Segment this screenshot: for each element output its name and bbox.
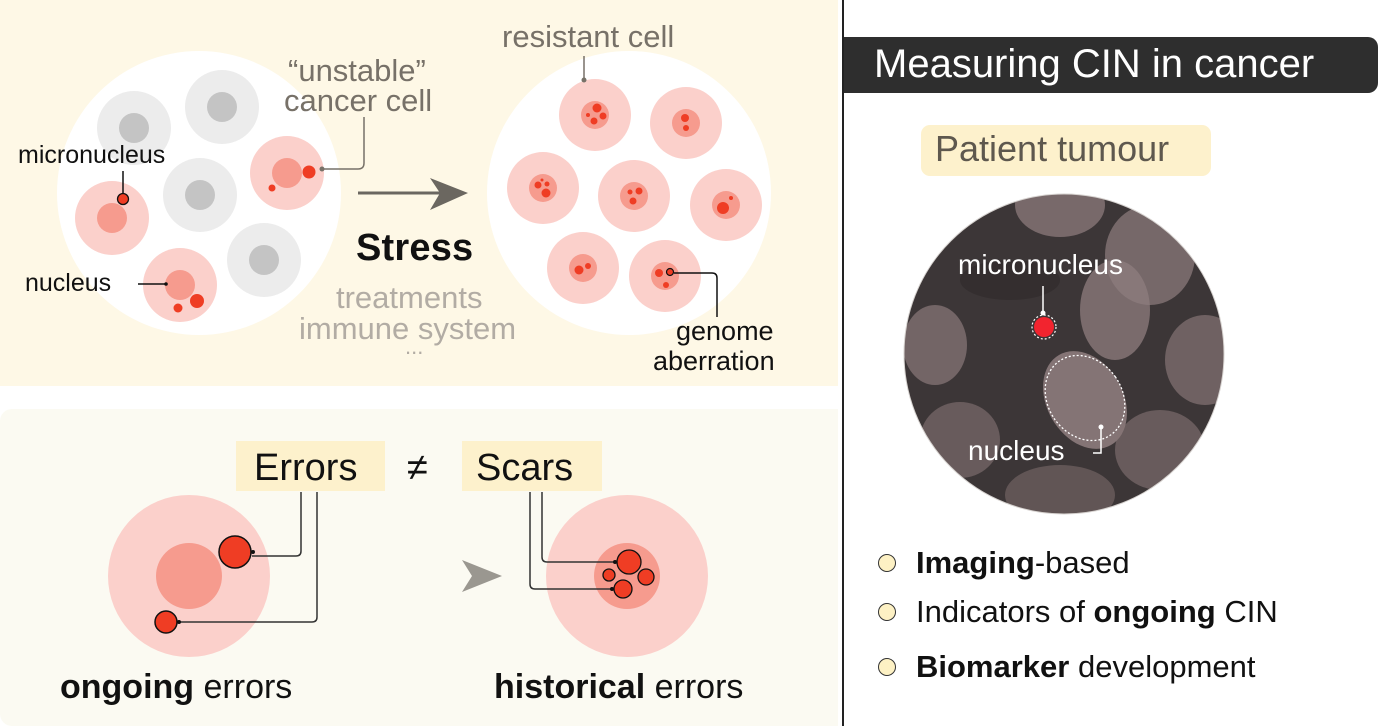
bullet-text: Biomarker development (916, 649, 1256, 684)
label-stress: Stress (356, 227, 474, 269)
micrograph-label-micronucleus: micronucleus (958, 249, 1123, 280)
label-stress-immune: immune system (299, 311, 517, 346)
subtitle-pill (921, 125, 1211, 176)
label-stress-treatments: treatments (336, 280, 483, 315)
leader-dot (319, 166, 325, 172)
healthy-cell (227, 223, 301, 297)
unstable-cancer-cell (250, 136, 324, 210)
micrograph-border (903, 193, 1225, 515)
scars-highlight-box (462, 441, 602, 491)
resistant-cell (547, 232, 619, 304)
label-unstable-line2: cancer cell (284, 83, 433, 118)
bullet-dot-icon (878, 603, 896, 621)
label-resistant-cell: resistant cell (502, 19, 675, 54)
errors-leader-line-2 (178, 492, 318, 623)
transition-arrow-icon (335, 560, 502, 592)
leader-dot (164, 282, 168, 286)
label-stress-ellipsis: ... (405, 334, 424, 359)
bullet-text: Imaging-based (916, 545, 1130, 580)
leader-dot (251, 550, 255, 554)
stress-arrow-icon (358, 178, 468, 210)
label-unstable-line1: “unstable” (288, 53, 426, 88)
title-bar (844, 37, 1378, 93)
historical-errors-cell (546, 495, 708, 657)
scars-leader-line-2 (529, 492, 612, 590)
panel-divider (842, 0, 844, 726)
errors-leader-line-1 (252, 492, 302, 557)
resistant-cell (598, 160, 670, 232)
not-equal-icon: ≠ (407, 447, 428, 489)
errors-label: Errors (254, 447, 358, 489)
cancer-cell (75, 181, 149, 255)
genome-leader-line (674, 272, 718, 317)
ongoing-errors-cell (108, 495, 270, 657)
healthy-cell (97, 91, 171, 165)
leader-dot (1040, 310, 1046, 316)
resistant-cell (629, 240, 701, 312)
historical-errors-caption: historical errors (494, 670, 743, 704)
unstable-leader-line (322, 117, 365, 170)
label-genome-line2: aberration (653, 346, 775, 376)
healthy-cell (185, 70, 259, 144)
ongoing-errors-caption: ongoing errors (60, 670, 292, 704)
subtitle: Patient tumour (935, 128, 1170, 169)
leader-dot (1098, 424, 1104, 430)
resistant-cell (690, 169, 762, 241)
micrograph-nucleus-outline (1044, 354, 1126, 442)
tumour-micrograph (904, 194, 1224, 514)
bullet-text: Indicators of ongoing CIN (916, 594, 1278, 629)
label-nucleus: nucleus (25, 269, 112, 297)
bullet-item: Imaging-based (878, 545, 1130, 581)
cancer-cell (143, 248, 217, 322)
label-micronucleus: micronucleus (18, 141, 166, 169)
bullet-item: Biomarker development (878, 649, 1255, 685)
caption-bold: ongoing (60, 668, 195, 706)
errors-highlight-box (236, 441, 385, 491)
micrograph-label-nucleus: nucleus (968, 435, 1065, 466)
leader-dot (613, 560, 617, 564)
scars-leader-line-1 (541, 492, 615, 563)
resistant-cell (650, 87, 722, 159)
label-genome-line1: genome (676, 316, 774, 346)
caption-bold: historical (494, 668, 646, 706)
healthy-cell (163, 158, 237, 232)
caption-rest: errors (194, 668, 293, 706)
resistant-cell (507, 152, 579, 224)
resistant-cell (559, 79, 631, 151)
bullet-item: Indicators of ongoing CIN (878, 594, 1278, 630)
leader-dot (581, 77, 587, 83)
scars-label: Scars (476, 447, 574, 489)
bullet-dot-icon (878, 554, 896, 572)
caption-rest: errors (645, 668, 744, 706)
leader-dot (177, 620, 181, 624)
micrograph-nucleus-leader (1093, 427, 1102, 454)
panel-title: Measuring CIN in cancer (874, 42, 1315, 86)
leader-dot (610, 587, 614, 591)
micrograph-micronucleus (1034, 317, 1054, 337)
bullet-dot-icon (878, 658, 896, 676)
